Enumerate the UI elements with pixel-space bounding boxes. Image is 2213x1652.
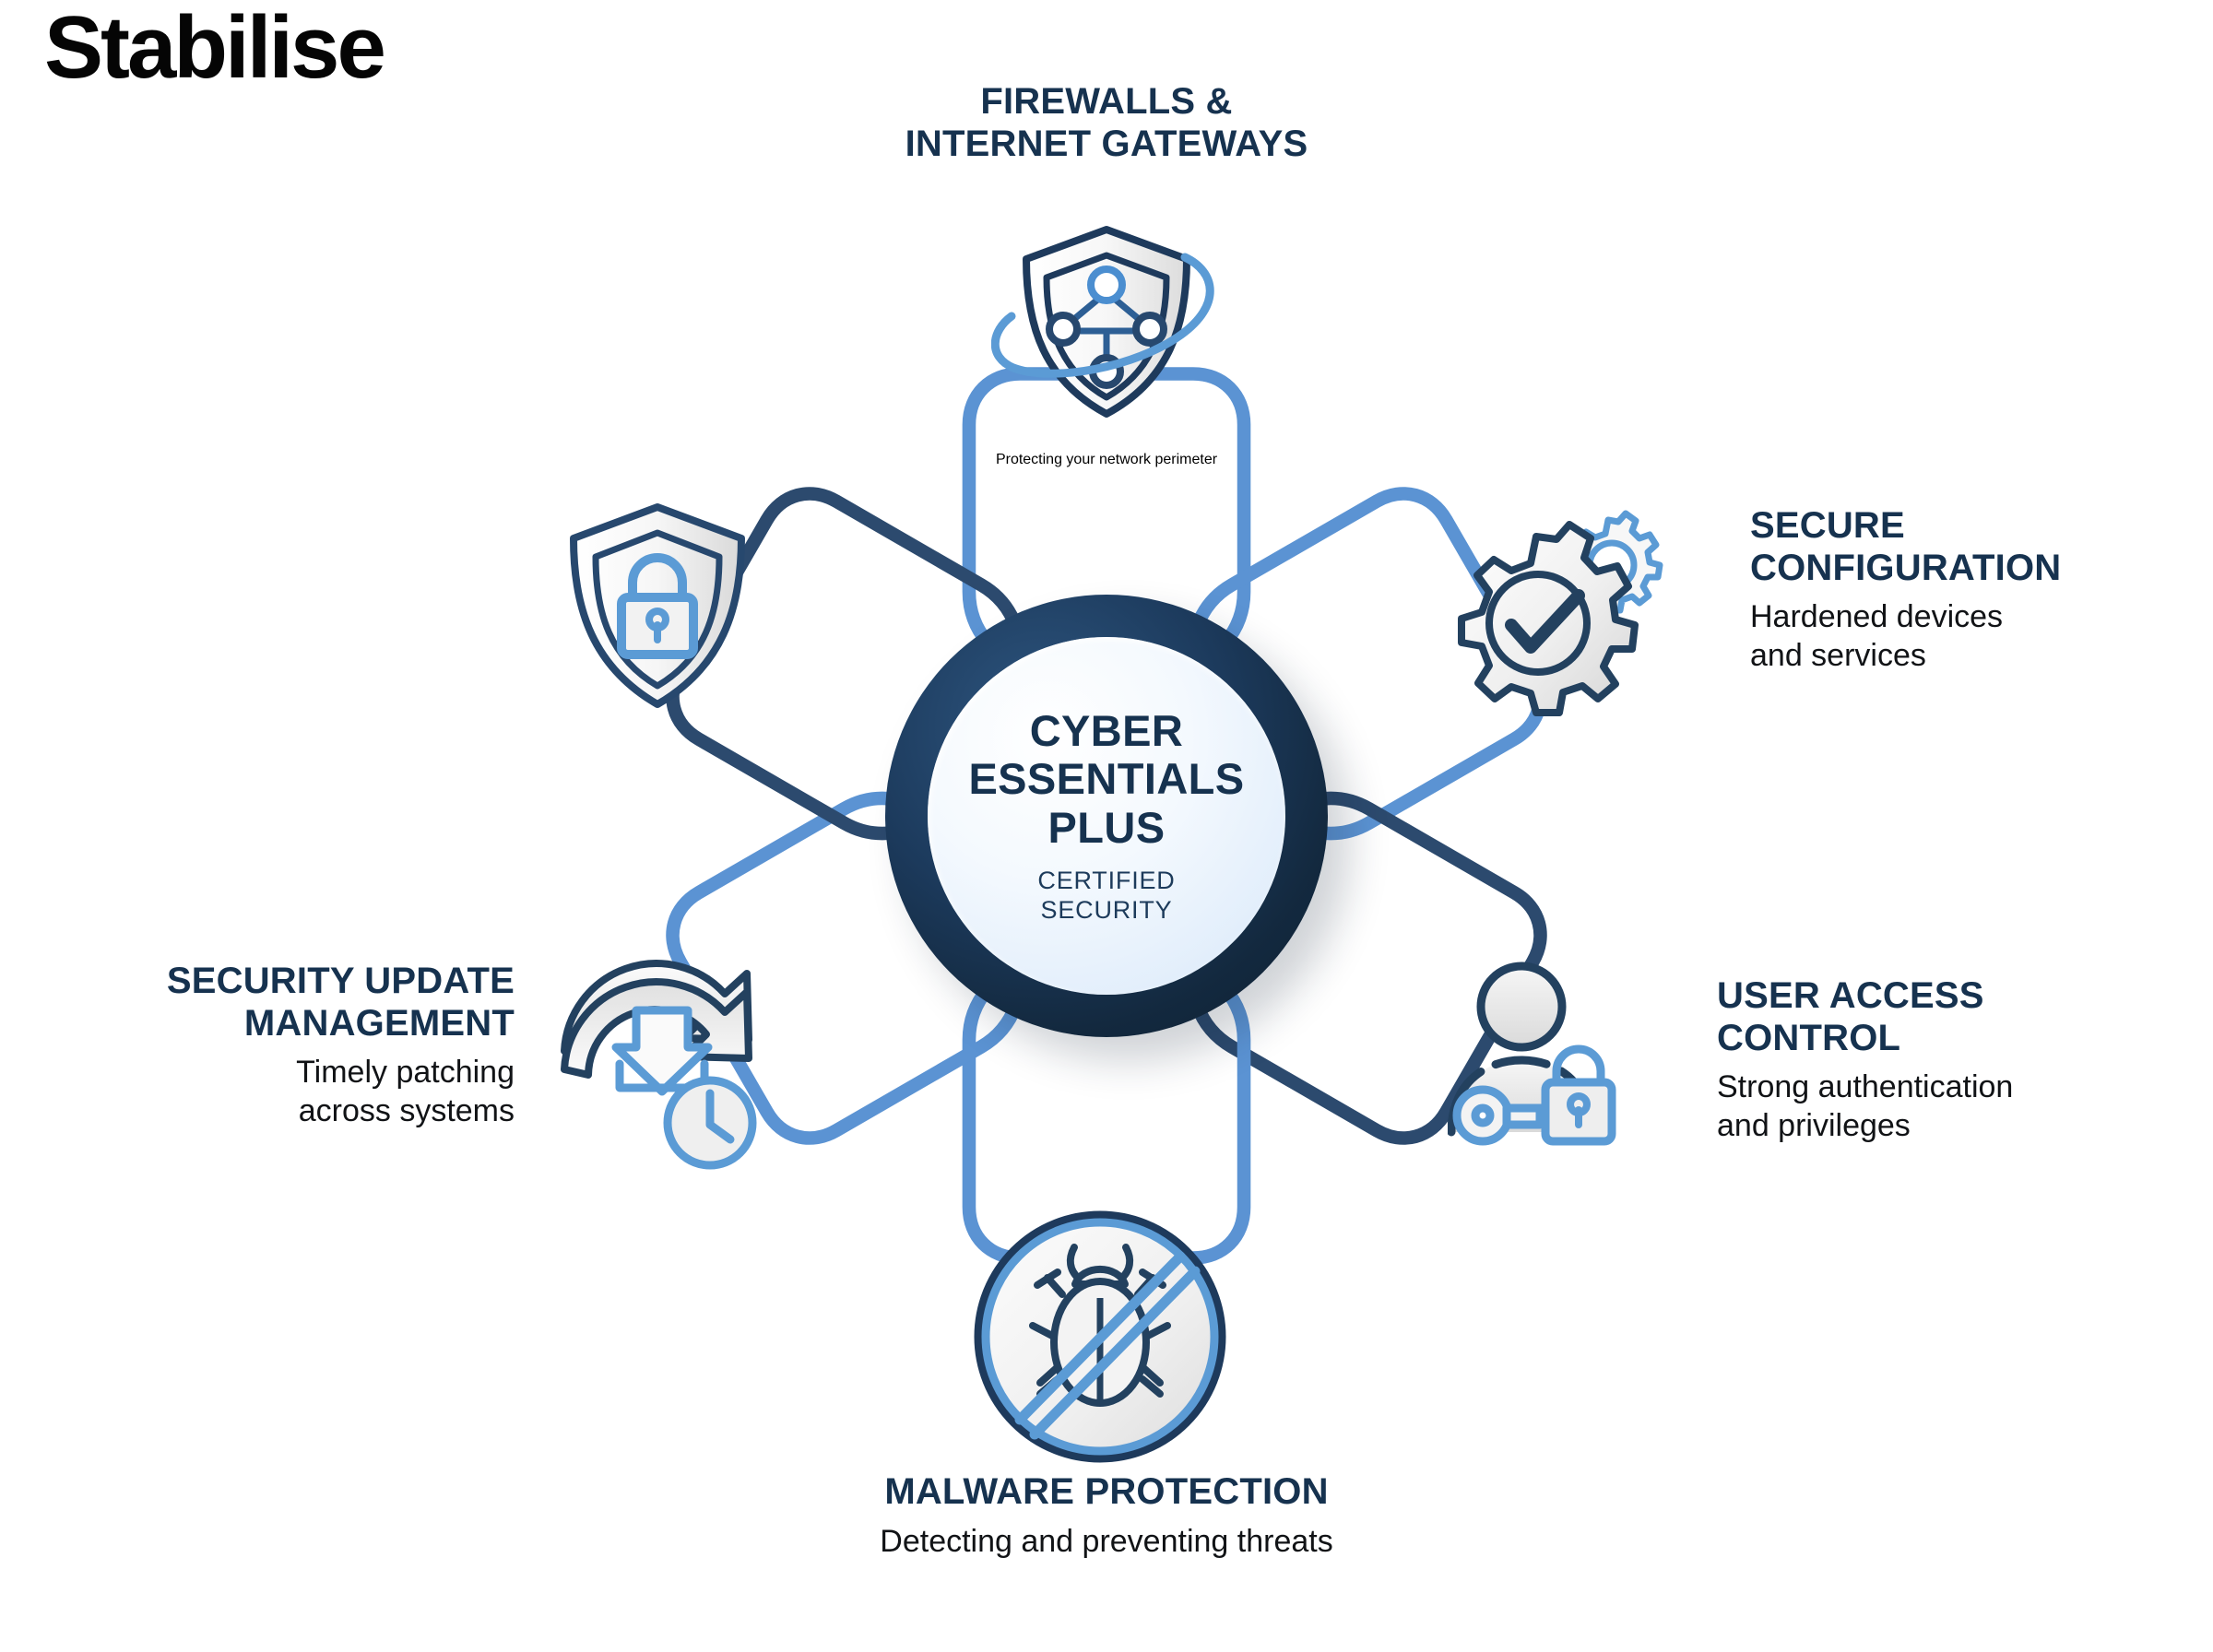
center-hub: CYBER ESSENTIALS PLUS CERTIFIED SECURITY bbox=[885, 595, 1328, 1037]
brand-logo: Stabilise bbox=[44, 0, 386, 97]
label-security-update-management: SECURITY UPDATE MANAGEMENT Timely patchi… bbox=[9, 961, 515, 1130]
center-title: CYBER ESSENTIALS PLUS bbox=[968, 705, 1245, 852]
label-security-update-management-title: SECURITY UPDATE MANAGEMENT bbox=[166, 961, 515, 1044]
label-user-access-control-title: USER ACCESS CONTROL bbox=[1717, 975, 1984, 1058]
label-malware-protection-description: Detecting and preventing threats bbox=[880, 1523, 1333, 1559]
label-firewalls: FIREWALLS & INTERNET GATEWAYS Protecting… bbox=[645, 81, 1568, 165]
label-malware-protection: MALWARE PROTECTION Detecting and prevent… bbox=[645, 1471, 1568, 1561]
user-key-lock-icon bbox=[1447, 959, 1678, 1180]
label-security-update-management-description: Timely patching across systems bbox=[296, 1055, 515, 1128]
center-subtitle: CERTIFIED SECURITY bbox=[1037, 866, 1176, 924]
label-firewalls-description: Protecting your network perimeter bbox=[995, 452, 1218, 467]
desc-firewalls: Protecting your network perimeter bbox=[867, 452, 1346, 483]
no-bug-icon bbox=[966, 1206, 1234, 1469]
label-secure-configuration-description: Hardened devices and services bbox=[1750, 599, 2004, 673]
shield-lock-icon bbox=[551, 496, 763, 717]
label-secure-configuration-title: SECURE CONFIGURATION bbox=[1750, 505, 2062, 588]
shield-network-icon bbox=[990, 217, 1222, 429]
center-hub-inner: CYBER ESSENTIALS PLUS CERTIFIED SECURITY bbox=[928, 637, 1285, 995]
gear-check-icon bbox=[1446, 496, 1686, 726]
label-malware-protection-title: MALWARE PROTECTION bbox=[884, 1471, 1329, 1512]
label-secure-configuration: SECURE CONFIGURATION Hardened devices an… bbox=[1750, 505, 2211, 675]
label-user-access-control: USER ACCESS CONTROL Strong authenticatio… bbox=[1717, 975, 2213, 1145]
label-user-access-control-description: Strong authentication and privileges bbox=[1717, 1069, 2014, 1143]
label-firewalls-title: FIREWALLS & INTERNET GATEWAYS bbox=[905, 81, 1308, 164]
refresh-download-clock-icon bbox=[544, 948, 784, 1183]
